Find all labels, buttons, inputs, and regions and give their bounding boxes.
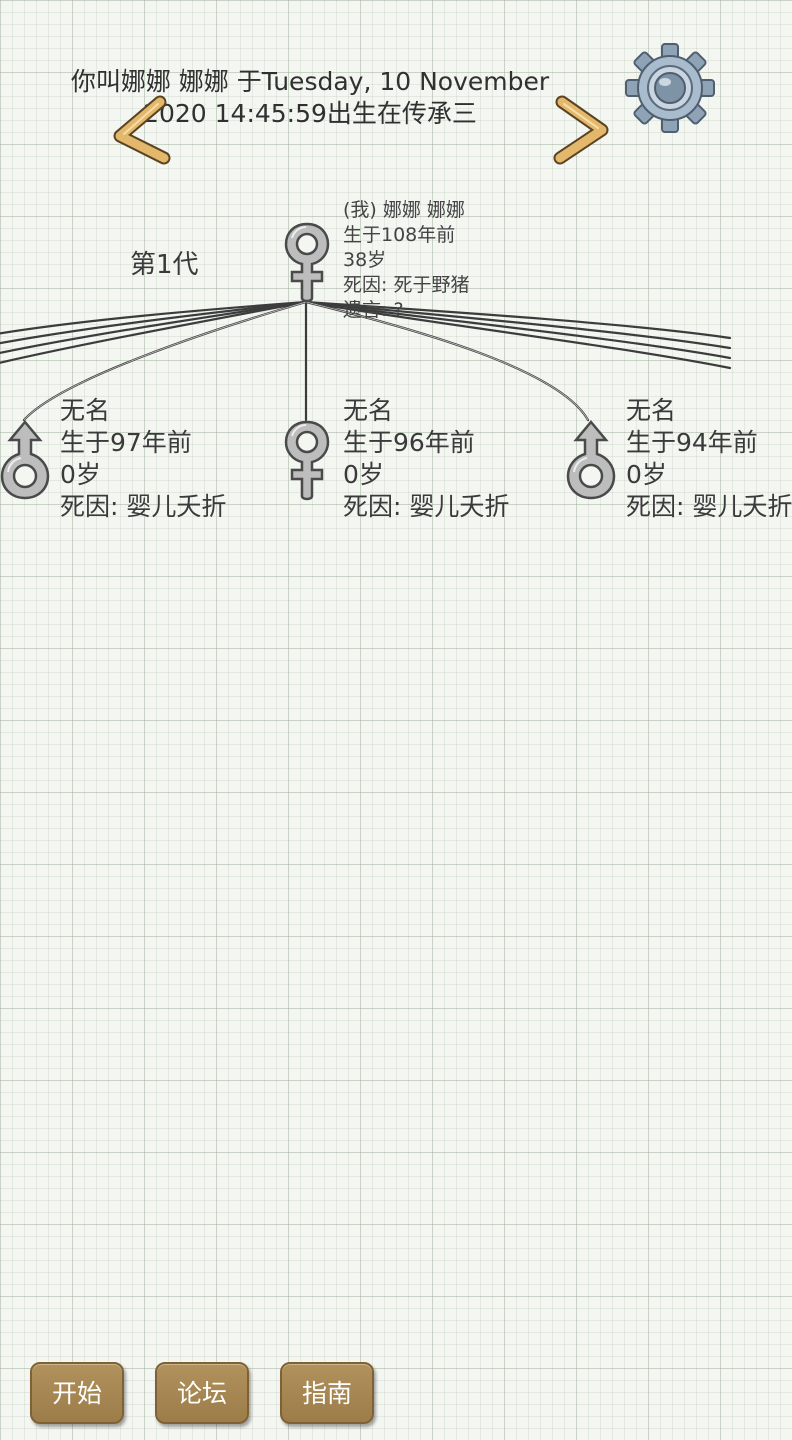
header-title: 你叫娜娜 娜娜 于Tuesday, 10 November 2020 14:45… <box>40 66 580 130</box>
prev-button[interactable] <box>110 95 174 166</box>
self-will: 遗言: ? <box>343 299 404 321</box>
child-name: 无名 <box>626 396 677 425</box>
generation-label: 第1代 <box>130 250 199 280</box>
self-person-icon[interactable] <box>282 222 332 304</box>
header-title-line2: 2020 14:45:59出生在传承三 <box>143 99 477 128</box>
chevron-left-icon <box>113 95 171 165</box>
settings-button[interactable] <box>624 42 716 134</box>
chevron-right-icon <box>553 95 609 165</box>
child-born: 生于94年前 <box>626 428 758 457</box>
child-info: 无名 生于94年前 0岁 死因: 婴儿夭折 <box>626 395 792 523</box>
gear-icon <box>625 43 715 133</box>
self-age: 38岁 <box>343 249 387 271</box>
child-person-icon[interactable] <box>566 420 616 500</box>
child-name: 无名 <box>60 396 111 425</box>
female-symbol-icon <box>284 420 330 501</box>
female-symbol-icon <box>284 222 330 303</box>
child-cause: 死因: 婴儿夭折 <box>343 492 510 521</box>
self-info: (我) 娜娜 娜娜 生于108年前 38岁 死因: 死于野猪 遗言: ? <box>343 198 469 323</box>
child-born: 生于97年前 <box>60 428 192 457</box>
guide-button[interactable]: 指南 <box>280 1362 374 1424</box>
child-age: 0岁 <box>626 460 667 489</box>
start-button[interactable]: 开始 <box>30 1362 124 1424</box>
child-name: 无名 <box>343 396 394 425</box>
child-born: 生于96年前 <box>343 428 475 457</box>
child-cause: 死因: 婴儿夭折 <box>626 492 792 521</box>
next-button[interactable] <box>548 95 612 166</box>
child-age: 0岁 <box>343 460 384 489</box>
child-info: 无名 生于97年前 0岁 死因: 婴儿夭折 <box>60 395 226 523</box>
male-symbol-icon <box>0 420 50 500</box>
forum-button[interactable]: 论坛 <box>155 1362 249 1424</box>
child-cause: 死因: 婴儿夭折 <box>60 492 227 521</box>
child-person-icon[interactable] <box>0 420 50 500</box>
male-symbol-icon <box>566 420 616 500</box>
child-person-icon[interactable] <box>282 420 332 502</box>
header-title-line1: 你叫娜娜 娜娜 于Tuesday, 10 November <box>70 67 550 96</box>
child-age: 0岁 <box>60 460 101 489</box>
family-tree-lines <box>0 300 732 422</box>
self-name: (我) 娜娜 娜娜 <box>343 199 465 221</box>
self-born: 生于108年前 <box>343 224 456 246</box>
child-info: 无名 生于96年前 0岁 死因: 婴儿夭折 <box>343 395 509 523</box>
self-cause: 死因: 死于野猪 <box>343 274 470 296</box>
